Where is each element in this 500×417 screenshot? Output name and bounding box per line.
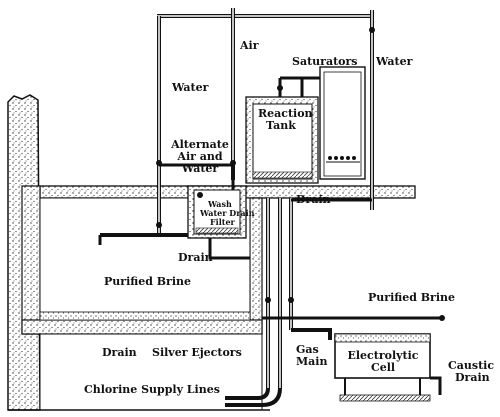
tank-right-wall [249,197,263,335]
label-water-left: Water [172,81,209,94]
label-reaction-tank-1: Reaction [258,107,313,120]
label-caustic-1: Caustic [448,359,495,372]
label-alternate-2: Air and [177,150,223,163]
label-purified-brine-right: Purified Brine [368,291,456,304]
reaction-tank-interior [252,103,313,180]
label-drain-middle: Drain [178,251,213,264]
label-alternate-3: Water [181,162,219,175]
label-filter: Filter [210,217,235,227]
label-chlorine: Chlorine Supply Lines [84,383,220,396]
label-drain-right: Drain [296,193,331,206]
label-alternate-1: Alternate [171,138,229,151]
brine-layer [39,311,251,321]
label-purified-brine-left: Purified Brine [104,275,192,288]
label-water-right: Water [376,55,413,68]
valves [156,27,375,303]
label-air: Air [240,39,259,52]
label-saturators: Saturators [292,55,358,68]
label-water-drain: Water Drain [200,208,255,218]
tank-left-wall [21,185,41,335]
tank-floor [21,319,263,335]
label-gas-1: Gas [296,343,319,356]
label-drain-lower: Drain [102,346,137,359]
label-electrolytic-2: Cell [370,361,396,374]
label-electrolytic-1: Electrolytic [347,349,419,362]
label-gas-2: Main [296,355,328,368]
label-wash: Wash [208,199,232,209]
label-reaction-tank-2: Tank [266,119,296,132]
saturators-box [319,66,366,180]
label-caustic-2: Drain [455,371,490,384]
saturator-burners [328,156,356,160]
label-silver-ejectors: Silver Ejectors [152,346,242,359]
